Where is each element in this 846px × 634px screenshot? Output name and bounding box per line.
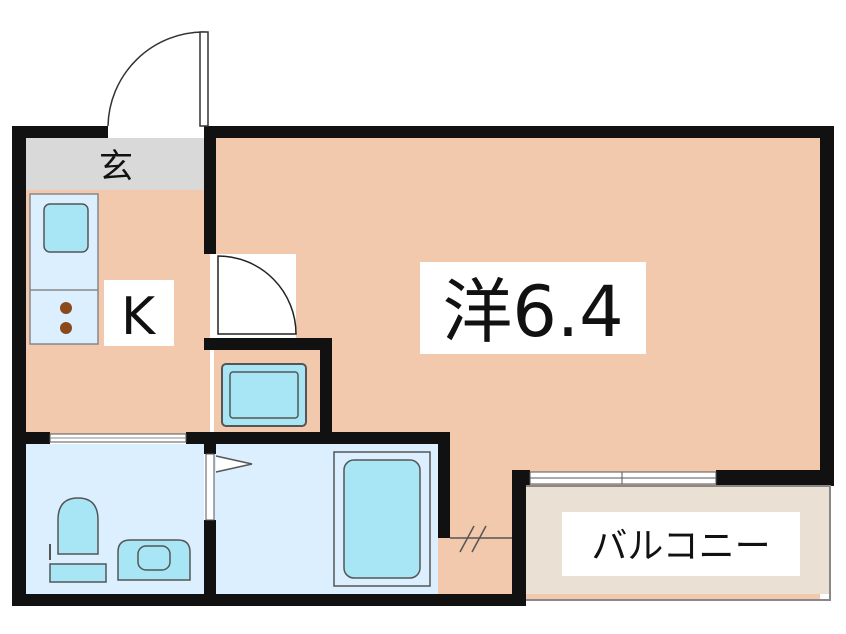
western-room-label: 洋6.4: [442, 271, 623, 353]
entrance-label: 玄: [99, 147, 133, 187]
balcony-label: バルコニー: [591, 526, 770, 567]
entrance-door-swing: [107, 31, 205, 127]
kitchen-label: K: [121, 287, 157, 347]
sink-icon: [43, 203, 89, 253]
stove-burner-icon: [60, 322, 72, 334]
washing-machine-icon: [221, 363, 307, 427]
closet-door-swing: [217, 255, 297, 335]
entrance-floor: [26, 138, 210, 190]
entrance-door: [199, 31, 209, 127]
door-washroom: [205, 453, 215, 521]
walls: [12, 126, 834, 606]
stove-burner-icon: [60, 302, 72, 314]
toilet-icon: [57, 497, 99, 555]
balcony-railing: [526, 485, 831, 601]
